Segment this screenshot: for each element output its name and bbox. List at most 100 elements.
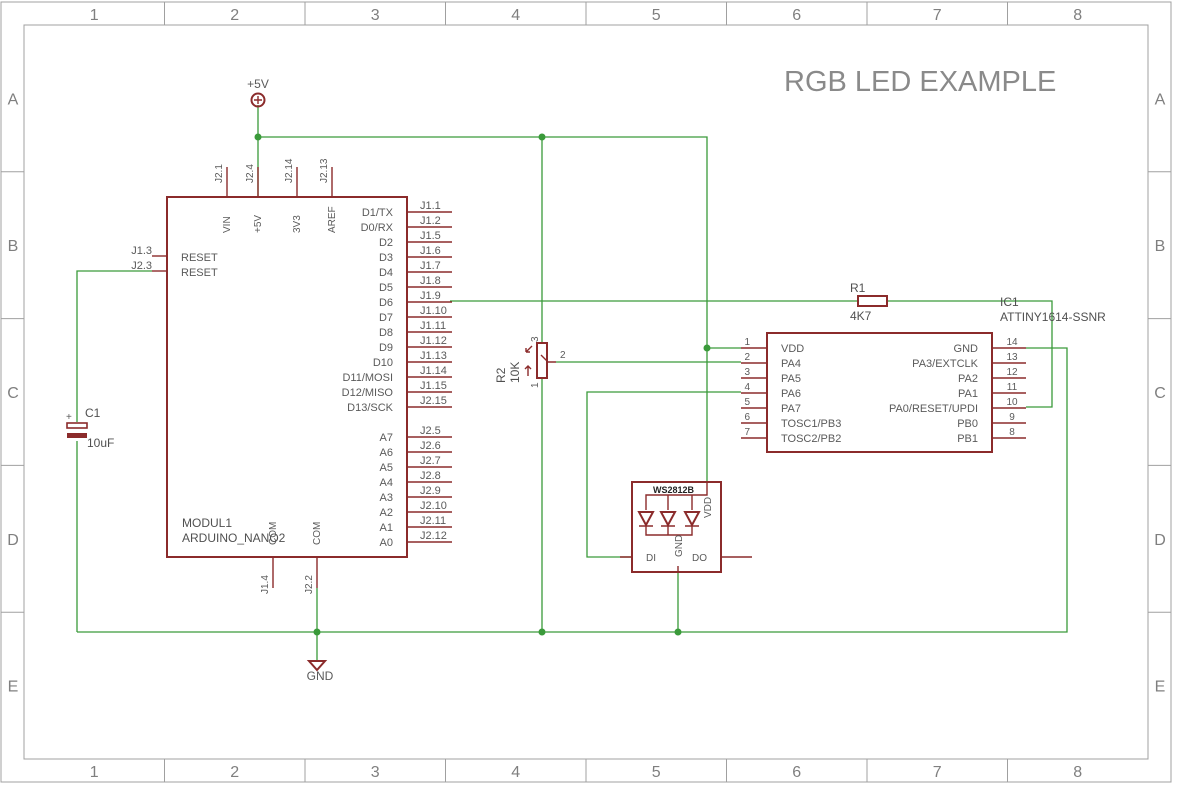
- frame-col-label: 8: [1073, 7, 1082, 24]
- module-pin-ref: J1.9: [420, 290, 441, 302]
- ic1-pin-name: PB1: [957, 433, 978, 445]
- ic1-pin-name: PA3/EXTCLK: [912, 358, 978, 370]
- ic1-pin-name: PB0: [957, 418, 978, 430]
- module-pin-name: A2: [380, 507, 393, 519]
- frame-col-label: 6: [792, 764, 801, 781]
- r2-pin-2: 2: [560, 350, 566, 361]
- ic1-pin-name: PA0/RESET/UPDI: [889, 403, 978, 415]
- r2-pin-1: 1: [530, 382, 541, 388]
- module-pin-ref: J2.11: [420, 515, 446, 527]
- ic1-pin-name: PA5: [781, 373, 801, 385]
- module-pin-ref: J2.14: [284, 158, 295, 183]
- c1-plus: +: [66, 412, 72, 423]
- ic1-pin-name: PA4: [781, 358, 801, 370]
- supply-5v: +5V: [247, 77, 269, 108]
- module-pin-name: A3: [380, 492, 393, 504]
- module-pin-name: D7: [379, 312, 393, 324]
- arduino-module: J2.1VINJ2.4+5VJ2.143V3J2.13AREFJ1.3RESET…: [131, 158, 452, 594]
- junction-5v-3: [703, 344, 711, 352]
- junction-gnd-1: [313, 628, 321, 636]
- module-pin-name: D8: [379, 327, 393, 339]
- ic1-pin-name: PA1: [958, 388, 978, 400]
- module-pin-ref: J2.7: [420, 455, 441, 467]
- module-pin-name: D4: [379, 267, 393, 279]
- ic1-pin-name: PA6: [781, 388, 801, 400]
- frame-row-label: A: [8, 91, 19, 108]
- frame-row-label: D: [7, 532, 19, 549]
- module-pin-ref: J1.1: [420, 200, 441, 212]
- c1-ref: C1: [85, 406, 101, 420]
- module-pin-ref: J1.12: [420, 335, 447, 347]
- frame-row-label: E: [8, 679, 19, 696]
- ic1-pin-num: 8: [1009, 427, 1015, 438]
- ic1-pin-num: 1: [744, 337, 750, 348]
- module-pin-name: RESET: [181, 267, 218, 279]
- module-pin-name: A6: [380, 447, 393, 459]
- module-pin-ref: J2.5: [420, 425, 441, 437]
- module-pin-ref: J1.8: [420, 275, 441, 287]
- module-pin-name: +5V: [253, 215, 264, 233]
- frame-col-label: 1: [90, 7, 99, 24]
- module-pin-name: D13/SCK: [347, 402, 394, 414]
- module-pin-ref: J1.6: [420, 245, 441, 257]
- ws2812b-led: WS2812B DI DO GND VDD: [620, 481, 752, 573]
- ic1-pin-name: PA7: [781, 403, 801, 415]
- ground-symbol: GND: [307, 660, 334, 683]
- module-pin-ref: J2.1: [214, 164, 225, 183]
- module-pin-ref: J1.11: [420, 320, 446, 332]
- r2-value: 10K: [508, 362, 522, 383]
- ic1-pin-num: 13: [1006, 352, 1018, 363]
- frame-row-label: E: [1155, 679, 1166, 696]
- frame-row-label: B: [8, 238, 19, 255]
- module-pin-name: D2: [379, 237, 393, 249]
- module-pin-ref: J2.3: [131, 260, 152, 272]
- module-pin-name: D6: [379, 297, 393, 309]
- module-pin-ref: J2.12: [420, 530, 447, 542]
- module-pin-ref: J1.5: [420, 230, 441, 242]
- ic1-pin-num: 4: [744, 382, 750, 393]
- ic1-pin-num: 6: [744, 412, 750, 423]
- module-pin-name: D1/TX: [362, 207, 394, 219]
- module-pin-name: COM: [312, 522, 323, 545]
- module-pin-name: D10: [373, 357, 393, 369]
- module-pin-name: RESET: [181, 252, 218, 264]
- module-pin-name: D9: [379, 342, 393, 354]
- junction-5v-1: [254, 133, 262, 141]
- ic1-pin-name: GND: [954, 343, 979, 355]
- module-pin-ref: J2.15: [420, 395, 447, 407]
- ws-gnd: GND: [674, 535, 685, 557]
- module-pin-ref: J2.10: [420, 500, 447, 512]
- module-pin-name: D5: [379, 282, 393, 294]
- module-pin-ref: J2.8: [420, 470, 441, 482]
- ic1-pin-num: 7: [744, 427, 750, 438]
- module-pin-name: AREF: [327, 206, 338, 233]
- frame-col-label: 7: [933, 7, 942, 24]
- module-pin-ref: J1.14: [420, 365, 447, 377]
- module-pin-name: D12/MISO: [342, 387, 394, 399]
- frame-row-label: D: [1154, 532, 1166, 549]
- ws-do: DO: [692, 553, 707, 564]
- module-pin-ref: J2.6: [420, 440, 441, 452]
- frame-col-label: 7: [933, 764, 942, 781]
- r2-ref: R2: [494, 367, 508, 383]
- ic1-pin-num: 14: [1006, 337, 1018, 348]
- module-pin-ref: J1.15: [420, 380, 447, 392]
- frame-col-label: 5: [652, 764, 661, 781]
- frame-col-label: 8: [1073, 764, 1082, 781]
- module-name: MODUL1: [182, 516, 232, 530]
- module-pin-ref: J2.9: [420, 485, 441, 497]
- ic1-pin-name: PA2: [958, 373, 978, 385]
- module-pin-ref: J2.4: [245, 164, 256, 183]
- capacitor-c1: + C1 10uF: [66, 406, 114, 450]
- ic1-value: ATTINY1614-SSNR: [1000, 310, 1106, 324]
- module-pin-name: A5: [380, 462, 393, 474]
- ic1-pin-num: 3: [744, 367, 750, 378]
- frame-col-label: 4: [511, 764, 520, 781]
- frame-row-label: C: [1154, 385, 1166, 402]
- module-pin-ref: J1.13: [420, 350, 447, 362]
- resistor-r1: R1 4K7: [850, 281, 888, 323]
- junction-5v-2: [538, 133, 546, 141]
- junction-gnd-2: [538, 628, 546, 636]
